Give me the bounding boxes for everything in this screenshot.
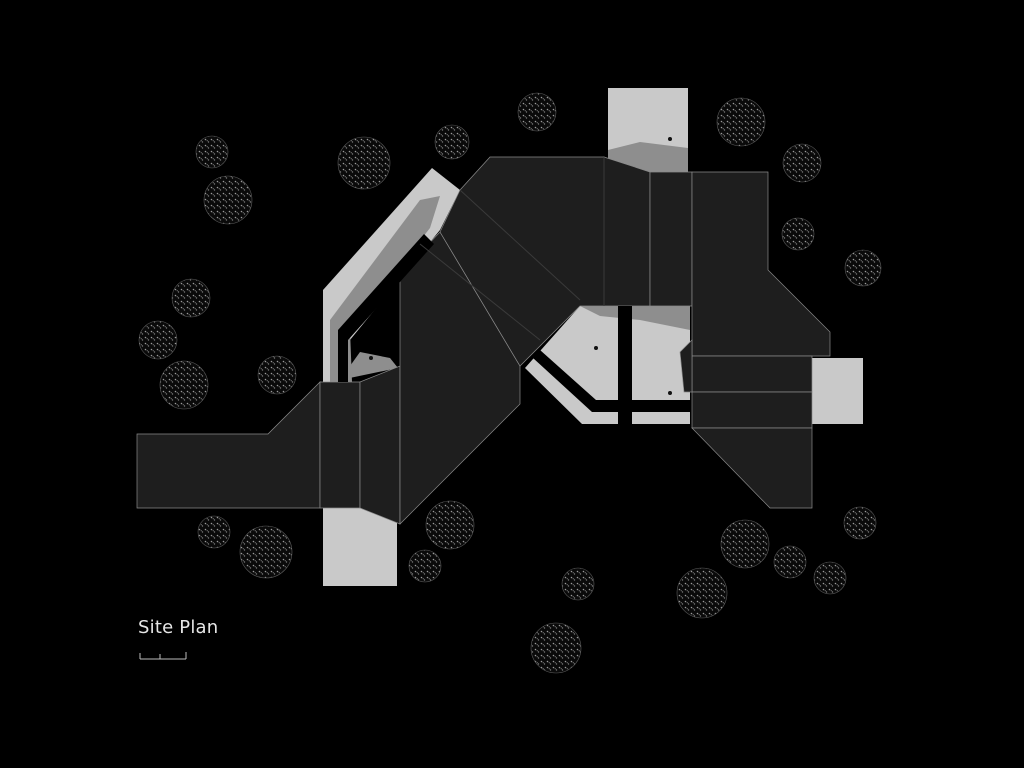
west-link-roof	[319, 381, 361, 509]
drawing-title: Site Plan	[138, 617, 219, 638]
north-walk	[338, 234, 434, 382]
tree-canopy-icon	[561, 567, 595, 601]
east-step-roof	[679, 339, 693, 393]
west-wing-roof	[136, 381, 321, 509]
tree-canopy-icon	[171, 278, 211, 318]
courtyard-paving	[525, 306, 690, 424]
courtyard-walk	[533, 350, 690, 412]
tree-canopy-icon	[782, 143, 822, 183]
tree-canopy-icon	[773, 545, 807, 579]
east-low-roof	[691, 391, 813, 429]
south-paving	[323, 508, 397, 586]
tree-canopy-icon	[159, 360, 209, 410]
tree-canopy-icon	[195, 135, 229, 169]
scale-bar-icon	[139, 652, 187, 660]
tree-canopy-icon	[138, 320, 178, 360]
tree-canopy-icon	[781, 217, 815, 251]
walkways	[338, 234, 690, 678]
roof-lines	[419, 157, 605, 341]
tree-canopy-icon	[813, 561, 847, 595]
north-marker-icon	[369, 137, 672, 395]
east-mid-roof	[691, 355, 813, 393]
east-paving	[812, 358, 863, 424]
trees	[138, 92, 882, 674]
tree-canopy-icon	[676, 567, 728, 619]
entry-roof	[359, 365, 401, 525]
east-wing-roof	[691, 171, 831, 357]
tree-canopy-icon	[425, 500, 475, 550]
tree-canopy-icon	[844, 249, 882, 287]
central-roof-b	[649, 171, 693, 307]
tree-canopy-icon	[517, 92, 557, 132]
south-walk	[618, 306, 632, 678]
tree-canopy-icon	[239, 525, 293, 579]
tree-canopy-icon	[408, 549, 442, 583]
building-roofs	[136, 156, 831, 525]
tree-canopy-icon	[257, 355, 297, 395]
tree-canopy-icon	[720, 519, 770, 569]
tree-canopy-icon	[843, 506, 877, 540]
southeast-roof	[691, 427, 813, 509]
tree-canopy-icon	[203, 175, 253, 225]
central-roof-a	[603, 156, 651, 307]
tree-canopy-icon	[197, 515, 231, 549]
diagonal-wing-roof	[399, 231, 521, 525]
tree-canopy-icon	[530, 622, 582, 674]
tree-canopy-icon	[716, 97, 766, 147]
tree-canopy-icon	[337, 136, 391, 190]
tree-canopy-icon	[434, 124, 470, 160]
